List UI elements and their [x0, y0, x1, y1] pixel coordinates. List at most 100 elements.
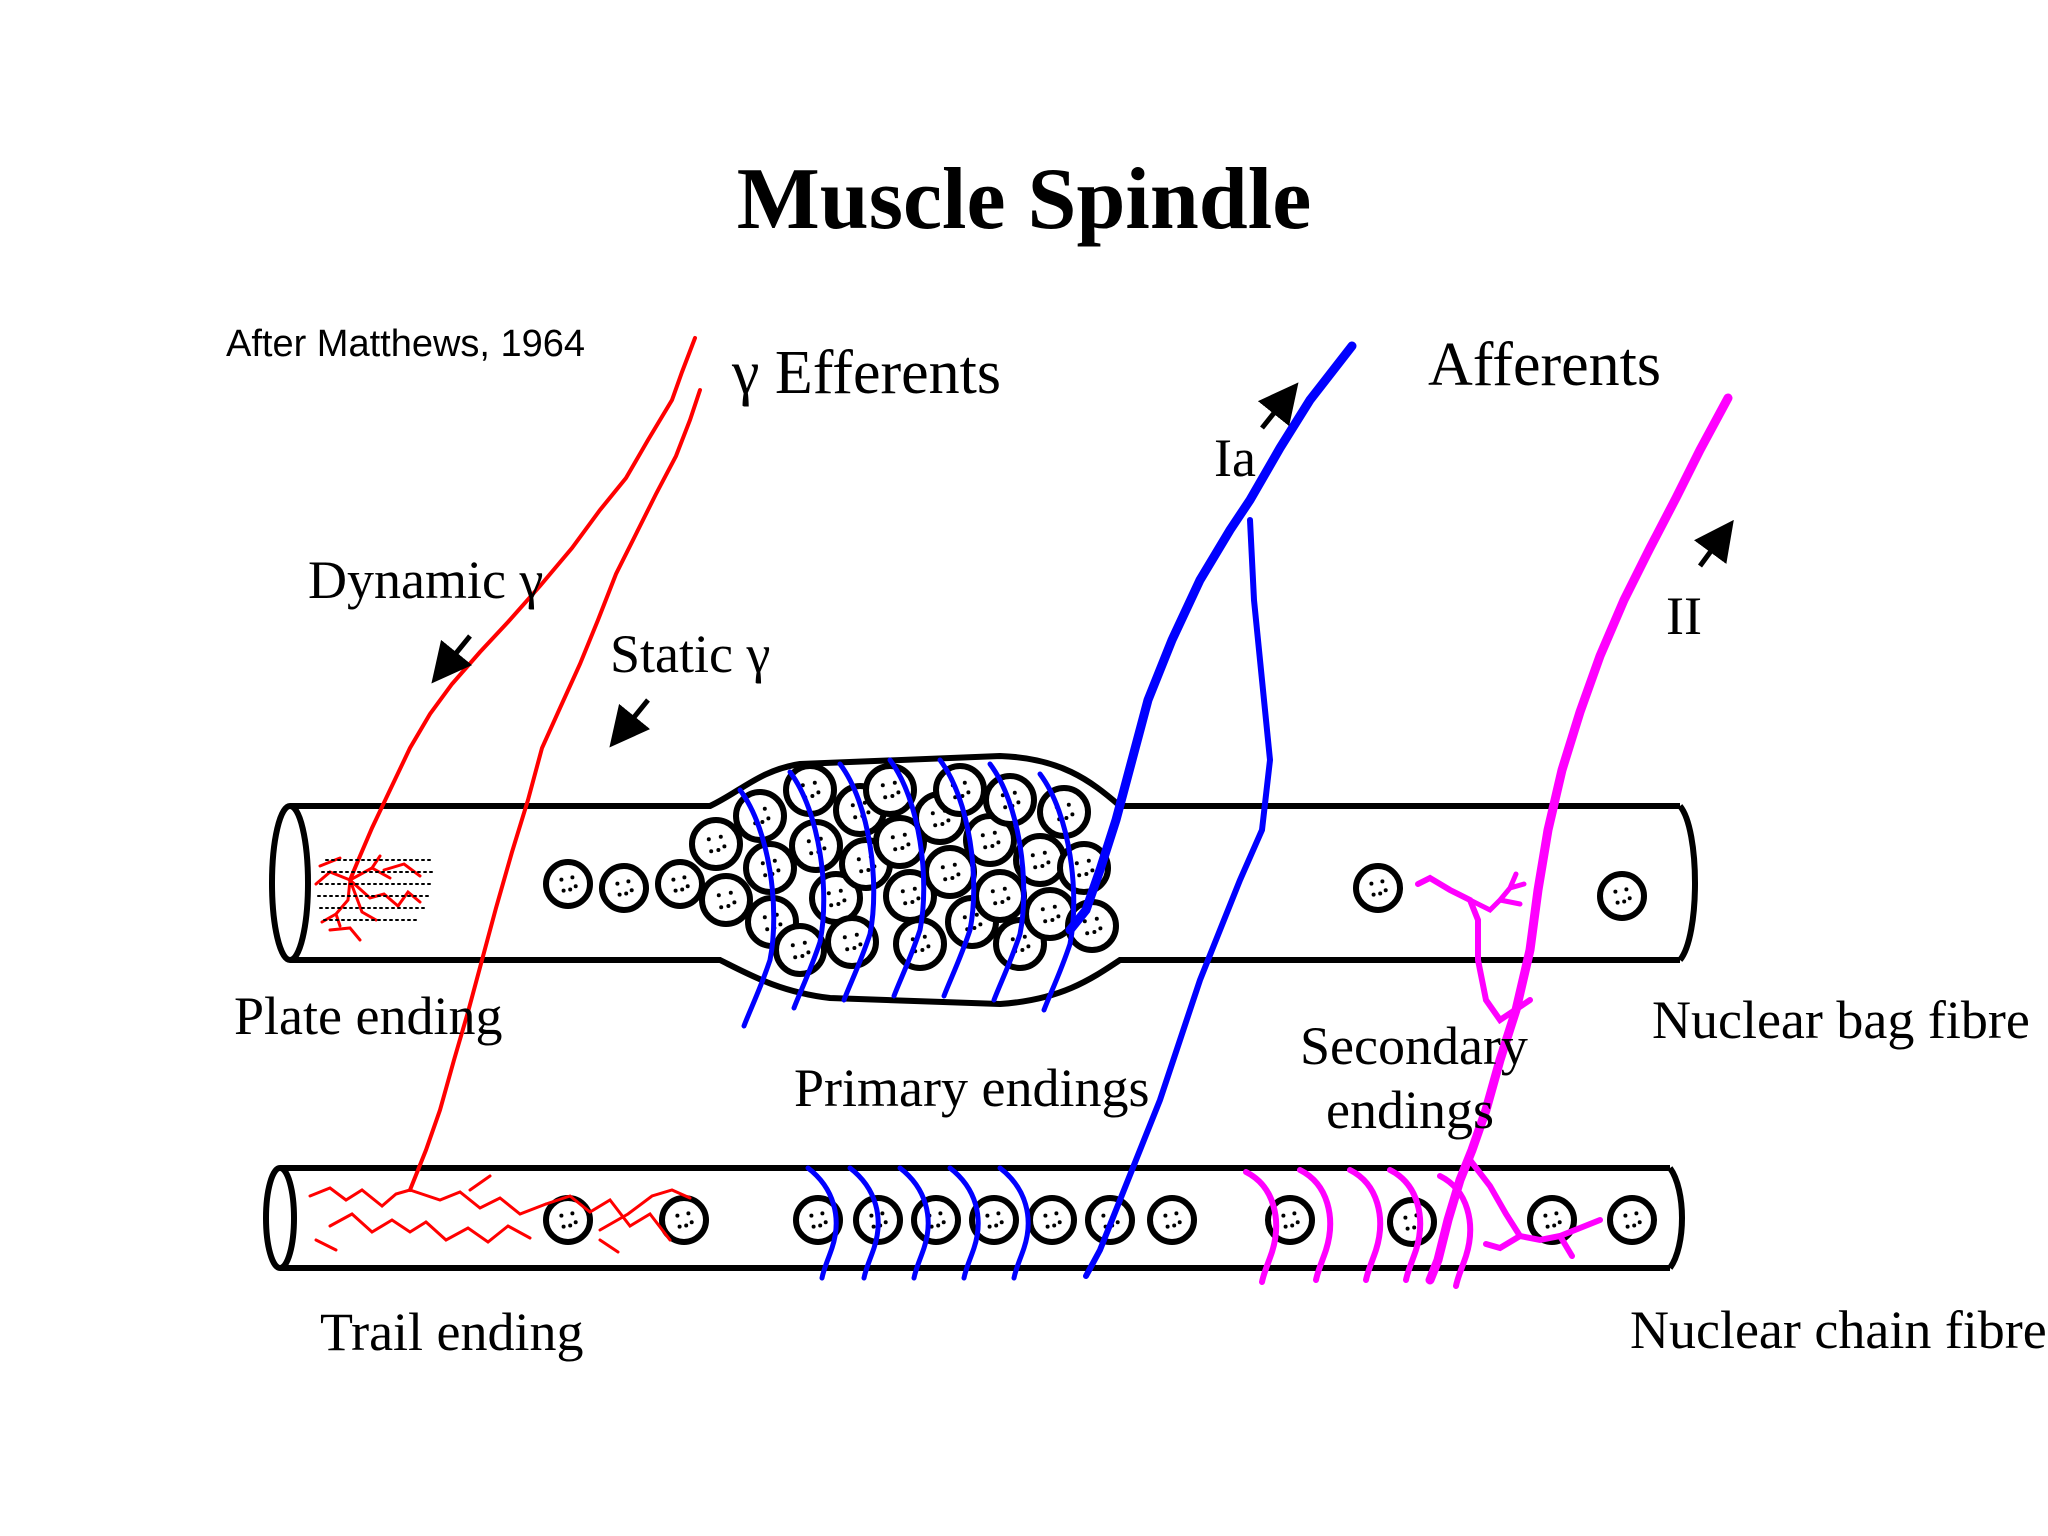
nucleus-dot: [883, 1220, 888, 1225]
bag-fibre-nucleus: [699, 873, 753, 927]
bag-fibre-outline-top: [290, 752, 1680, 809]
nucleus-dot: [818, 1223, 823, 1228]
nuclear-chain-fibre-label: Nuclear chain fibre: [1630, 1300, 2047, 1360]
nucleus-dot: [766, 816, 771, 821]
nucleus-dot: [1552, 1223, 1557, 1228]
chain-fibre-nucleus: [1607, 1195, 1657, 1245]
nucleus-dot: [802, 940, 807, 945]
nucleus-dot: [890, 835, 895, 840]
nucleus-dot: [869, 1213, 874, 1218]
static-gamma-fibre: [408, 388, 702, 1192]
nucleus-dot: [1290, 1223, 1295, 1228]
nucleus-dot: [890, 794, 895, 798]
citation-text: After Matthews, 1964: [226, 323, 585, 365]
nucleus-dot: [1043, 919, 1048, 924]
nucleus-dot: [985, 1213, 990, 1218]
nucleus-dot: [962, 915, 967, 920]
nucleus-dot: [903, 901, 908, 906]
chain-fibre-nucleus: [1527, 1195, 1577, 1245]
primary-ending-coil: [897, 1165, 931, 1281]
nucleus-dot: [1057, 1220, 1062, 1225]
nucleus-dot: [1172, 1223, 1177, 1228]
nuclear-bag-fibre: [269, 752, 1698, 1008]
nucleus-dot: [1094, 916, 1099, 921]
nucleus-dot: [1623, 1213, 1628, 1218]
nucleus-dot: [718, 834, 723, 839]
nucleus-dot: [1000, 793, 1005, 798]
secondary-ending-coil: [1297, 1167, 1334, 1283]
nucleus-dot: [1006, 896, 1011, 901]
nucleus-dot: [1085, 931, 1090, 936]
trail-ending-label: Trail ending: [320, 1302, 584, 1362]
chain-fibre-nucleus: [793, 1195, 843, 1245]
nucleus-dot: [938, 1211, 943, 1216]
dynamic-gamma-fibre: [348, 336, 697, 882]
nucleus-dot: [686, 1211, 691, 1216]
nucleus-dot: [561, 888, 566, 893]
secondary-endings-label-line2: endings: [1326, 1080, 1494, 1140]
primary-ending-coil: [947, 1165, 981, 1281]
nucleus-dot: [629, 888, 634, 893]
nucleus-dot: [956, 872, 961, 877]
nucleus-dot: [946, 818, 951, 823]
nucleus-dot: [1003, 805, 1008, 810]
nucleus-dot: [892, 780, 897, 785]
nucleus-dot: [763, 873, 768, 878]
bag-fibre-nucleus: [873, 815, 927, 869]
nucleus-dot: [992, 830, 997, 835]
nucleus-dot: [1026, 944, 1031, 949]
page-title: Muscle Spindle: [737, 151, 1312, 248]
nucleus-dot: [880, 783, 885, 788]
nucleus-dot: [852, 946, 857, 950]
nucleus-dot: [1052, 904, 1057, 909]
nucleus-dot: [772, 858, 777, 863]
bag-fibre-nucleus: [933, 763, 987, 817]
chain-fibre-nucleus: [543, 1195, 593, 1245]
nucleus-dot: [812, 780, 817, 785]
primary-ending-coils: [737, 757, 1077, 1281]
chain-fibre-left-end: [263, 1165, 297, 1271]
nucleus-dot: [1283, 1224, 1288, 1229]
nucleus-dot: [1632, 1223, 1637, 1228]
ii-afferent-branch-bag: [1415, 874, 1533, 1025]
nucleus-dot: [950, 876, 955, 880]
nucleus-dot: [716, 848, 721, 852]
nucleus-dot: [1378, 891, 1383, 896]
nucleus-dot: [793, 955, 798, 960]
chain-fibre-nucleus: [969, 1195, 1019, 1245]
nucleus-dot: [1054, 1211, 1059, 1216]
nucleus-dot: [1033, 865, 1038, 870]
chain-fibre-nucleus: [1147, 1195, 1197, 1245]
nucleus-dot: [1064, 816, 1069, 820]
nucleus-dot: [762, 915, 767, 920]
nucleus-dot: [820, 1211, 825, 1216]
nucleus-dot: [1369, 881, 1374, 886]
nucleus-dot: [836, 902, 841, 906]
nucleus-dot: [893, 847, 898, 852]
nucleus-dot: [726, 904, 731, 908]
nucleus-dot: [838, 888, 843, 893]
nucleus-dot: [1010, 937, 1015, 942]
arrow-down-left-icon: [609, 698, 651, 748]
arrows: [431, 382, 1734, 748]
chain-fibre-nucleus: [1387, 1197, 1437, 1247]
bag-fibre-right-end: [1677, 804, 1698, 962]
plate-ending-label: Plate ending: [234, 986, 502, 1046]
nucleus-dot: [800, 954, 805, 958]
chain-fibre-nuclei: [543, 1195, 1657, 1247]
primary-ending-coil: [787, 769, 827, 1011]
nucleus-dot: [866, 868, 871, 872]
nucleus-dot: [626, 879, 631, 884]
nucleus-dot: [920, 948, 925, 952]
nucleus-dot: [719, 905, 724, 910]
nucleus-dot: [1042, 850, 1047, 855]
nucleus-dot: [573, 884, 578, 889]
nucleus-dot: [910, 900, 915, 904]
nucleus-dot: [671, 877, 676, 882]
nucleus-dot: [1281, 1213, 1286, 1218]
nucleus-dot: [853, 815, 858, 820]
secondary-ending-coils: [1243, 1167, 1474, 1289]
ia-afferent-branch-upper: [1083, 517, 1274, 1279]
nucleus-dot: [966, 790, 971, 795]
gamma-efferents: [308, 336, 702, 1254]
